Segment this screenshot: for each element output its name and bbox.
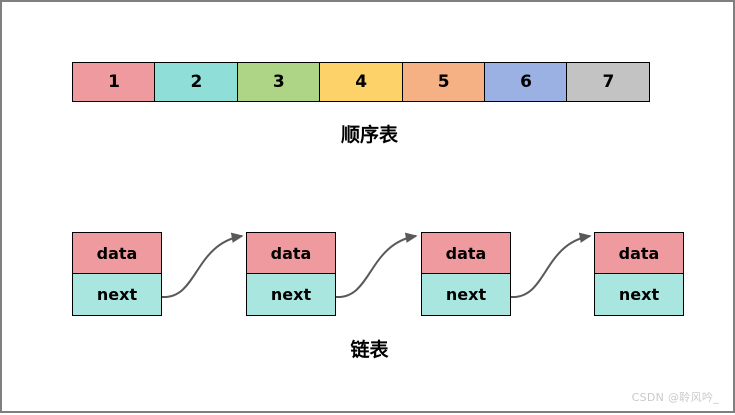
linked-list-row: data next data next data next data [2,232,735,320]
sequential-list-cell: 2 [154,62,239,102]
node-next-label: next [270,284,312,304]
node-data-label: data [96,243,138,263]
node-data-label: data [270,243,312,263]
linked-list-node: data next [246,232,336,318]
sequential-list-cell-value: 7 [602,71,615,92]
sequential-list-cell-value: 6 [520,71,532,92]
node-next-cell: next [72,273,162,317]
sequential-list-row: 1 2 3 4 5 6 7 [72,62,651,102]
sequential-list-cell-value: 3 [272,71,285,92]
node-data-cell: data [594,232,684,275]
sequential-list-cell-value: 5 [437,71,450,92]
node-next-label: next [96,284,138,304]
sequential-list-cell: 1 [72,62,156,102]
sequential-list-cell: 6 [484,62,569,102]
node-next-cell: next [246,273,336,317]
node-next-label: next [445,284,487,304]
sequential-list-cell: 3 [236,62,321,102]
node-data-cell: data [246,232,336,275]
node-next-cell: next [421,273,511,317]
watermark-text: CSDN @聆风吟_ [631,391,719,404]
node-data-label: data [445,243,487,263]
sequential-list-cell-value: 1 [108,71,120,92]
node-data-cell: data [72,232,162,275]
sequential-list-cell: 4 [319,62,404,102]
node-next-cell: next [594,273,684,317]
linked-list-node: data next [594,232,684,318]
sequential-list-cell: 5 [401,62,486,102]
node-data-cell: data [421,232,511,275]
node-next-label: next [618,284,660,304]
linked-list-caption: 链表 [350,339,389,361]
sequential-list-cell-value: 2 [190,71,203,92]
sequential-list-cell: 7 [566,62,651,102]
node-data-label: data [618,243,660,263]
sequential-list-cell-value: 4 [355,71,368,92]
sequential-list-caption: 顺序表 [340,124,398,146]
linked-list-node: data next [421,232,511,318]
linked-list-node: data next [72,232,162,318]
